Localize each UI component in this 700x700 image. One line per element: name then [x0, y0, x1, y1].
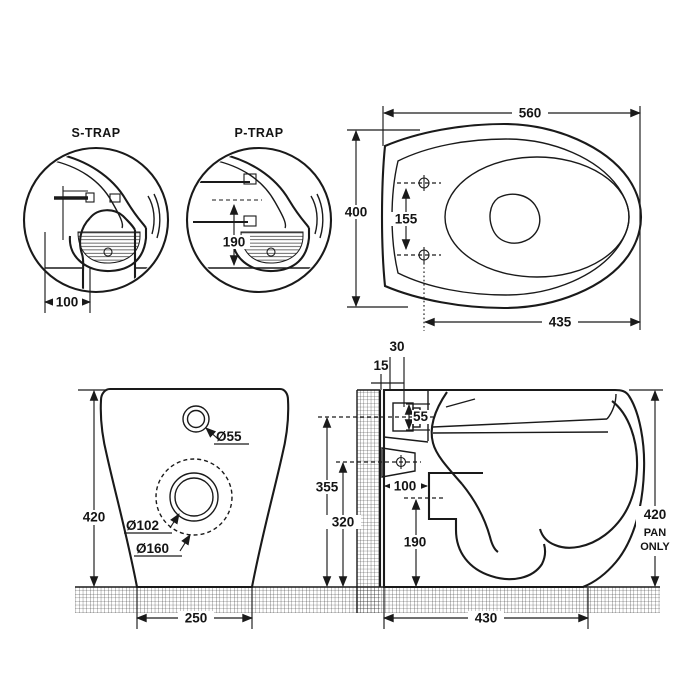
front-height-label: 420: [83, 510, 106, 525]
seat-lines: [432, 393, 617, 434]
outlet-offset-label: 100: [394, 479, 417, 494]
dimension-hole-spacing: 155: [389, 187, 423, 251]
fixing-height-label: 320: [332, 515, 355, 530]
p-trap-invert-dimension: 190: [218, 203, 250, 267]
dimension-overall-depth: 400: [338, 129, 420, 308]
pan-outline-front: [99, 387, 290, 589]
base-width-label: 250: [185, 611, 208, 626]
p-trap-invert-label: 190: [223, 235, 246, 250]
front-view: Ø55 Ø102 Ø160 420 250: [76, 387, 290, 629]
dimension-fixing-height: 320: [325, 461, 361, 588]
dimension-pan-height: 420 PAN ONLY: [629, 389, 674, 588]
top-offset-label: 30: [389, 339, 404, 354]
fixing-bracket: [336, 447, 421, 478]
dimension-inlet-height: 355: [309, 416, 345, 588]
dimension-outlet-height: 190: [398, 497, 446, 588]
p-trap-section: [193, 152, 324, 273]
pan-note-line2: ONLY: [640, 541, 670, 553]
bowl-opening: [444, 156, 630, 278]
dimension-inlet-size: 55: [404, 403, 430, 431]
pan-outline-side: [382, 388, 646, 589]
dimension-base-depth: 430: [382, 588, 590, 629]
s-trap-title: S-TRAP: [72, 126, 121, 140]
p-trap-circle: [185, 146, 333, 294]
seat-length-label: 435: [549, 315, 572, 330]
callout-recess-diameter: Ø160: [134, 534, 191, 557]
dimension-outlet-offset: 100: [383, 479, 429, 494]
outlet-height-label: 190: [404, 535, 427, 550]
dimension-front-height: 420: [76, 389, 112, 588]
outlet-diameter-label: Ø102: [126, 518, 159, 533]
seat-outline-top: [391, 138, 630, 296]
inlet-hole-inner: [186, 409, 206, 429]
inlet-size-label: 55: [413, 409, 429, 424]
bowl-section-lines: [383, 390, 639, 581]
pan-note-line1: PAN: [644, 527, 666, 539]
wall-hatch: [356, 389, 382, 613]
pan-outline-top: [380, 122, 643, 310]
dimension-base-width: 250: [135, 588, 254, 629]
dimension-overall-width: 560: [382, 106, 642, 330]
callout-outlet-diameter: Ø102: [124, 513, 180, 534]
p-trap-title: P-TRAP: [235, 126, 284, 140]
outlet-hole-inner: [174, 477, 214, 517]
s-trap-circle: [22, 146, 170, 294]
top-view: 560 400 155 435: [338, 106, 643, 331]
callout-inlet-diameter: Ø55: [205, 427, 249, 445]
inlet-diameter-label: Ø55: [216, 429, 242, 444]
hole-spacing-label: 155: [395, 212, 418, 227]
dimension-top-offsets: 30 15: [371, 339, 405, 407]
dimension-seat-length: 435: [423, 315, 642, 330]
pan-height-label: 420: [644, 507, 667, 522]
p-trap-detail: P-TRAP 190: [185, 126, 333, 294]
s-trap-offset-label: 100: [56, 295, 79, 310]
outlet-recess-circle: [155, 458, 233, 536]
water-area: [489, 193, 541, 244]
s-trap-section: [38, 152, 161, 290]
s-trap-offset-dimension: 100: [43, 232, 92, 313]
recess-diameter-label: Ø160: [136, 541, 169, 556]
side-view: 30 15 55 355 320 100: [309, 339, 674, 629]
wall-offset-label: 15: [373, 358, 389, 373]
overall-depth-label: 400: [345, 205, 368, 220]
inlet-height-label: 355: [316, 480, 339, 495]
overall-width-label: 560: [519, 106, 542, 121]
fixing-holes: [397, 175, 441, 331]
outlet-hole-outer: [169, 472, 219, 522]
base-depth-label: 430: [475, 611, 498, 626]
inlet-hole-outer: [182, 405, 210, 433]
s-trap-detail: S-TRAP 100: [22, 126, 170, 313]
